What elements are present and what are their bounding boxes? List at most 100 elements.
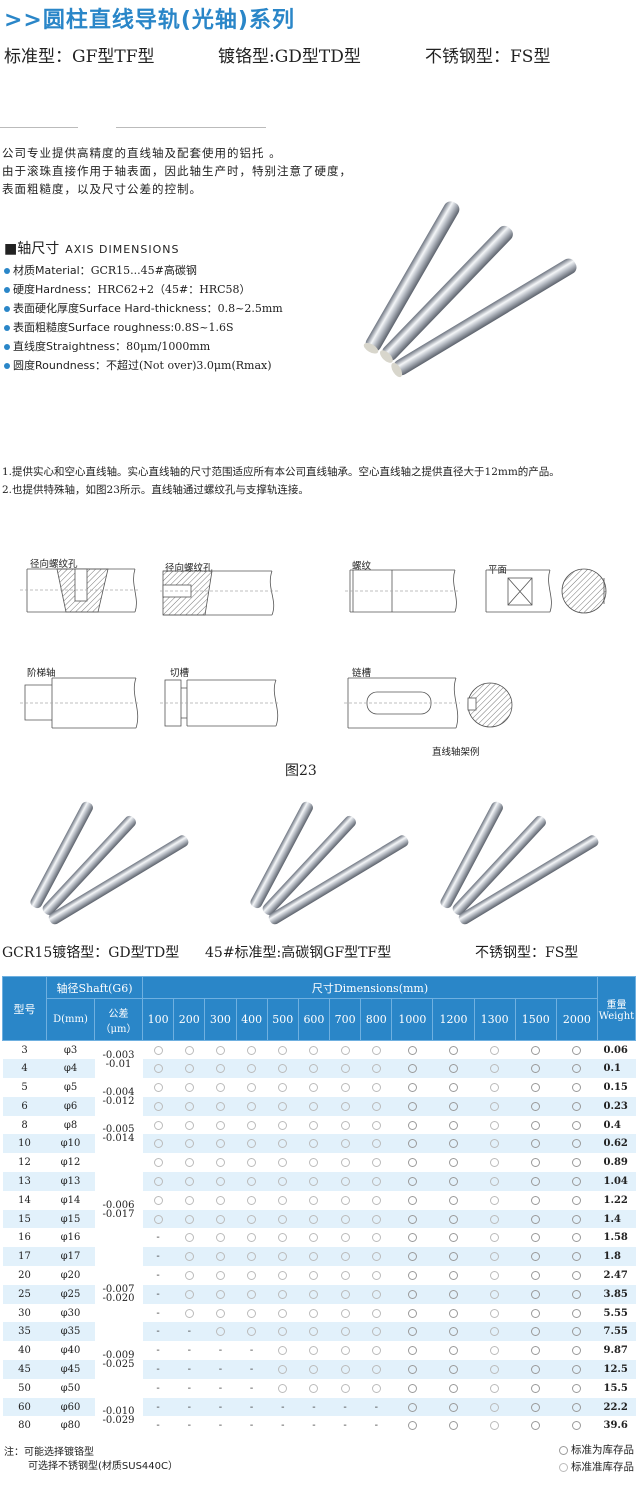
circle-icon — [153, 1195, 163, 1205]
bullet-icon — [4, 306, 10, 312]
circle-icon — [490, 1383, 500, 1393]
circle-icon — [531, 1120, 541, 1130]
circle-icon — [407, 1252, 417, 1262]
tolerance-cell: -0.009 -0.025 — [94, 1322, 143, 1398]
circle-icon — [407, 1308, 417, 1318]
circle-icon — [371, 1270, 381, 1280]
availability-cell: - — [142, 1360, 174, 1379]
availability-cell — [392, 1416, 433, 1435]
availability-cell — [267, 1209, 299, 1229]
availability-cell — [205, 1116, 236, 1135]
availability-cell — [556, 1172, 598, 1191]
circle-icon — [340, 1364, 350, 1374]
availability-cell — [173, 1134, 205, 1154]
axis-heading-en: AXIS DIMENSIONS — [65, 243, 180, 256]
divider — [0, 127, 78, 128]
circle-icon — [490, 1289, 500, 1299]
model-cell: 14 — [18, 1194, 31, 1206]
availability-cell — [329, 1059, 361, 1079]
availability-cell — [556, 1116, 597, 1135]
circle-icon — [309, 1064, 319, 1074]
circle-icon — [215, 1327, 225, 1337]
availability-cell: - — [360, 1397, 392, 1417]
circle-icon — [531, 1195, 541, 1205]
footnote-line: 注：可能选择镀铬型 — [4, 1447, 94, 1458]
circle-icon — [449, 1082, 459, 1092]
diameter-cell: φ20 — [60, 1269, 81, 1281]
spec-value: 80μm/1000mm — [126, 340, 211, 353]
availability-cell — [298, 1266, 329, 1285]
circle-icon — [309, 1176, 319, 1186]
availability-cell — [392, 1341, 433, 1360]
legend-label: 标准准库存品 — [571, 1461, 634, 1473]
col-diameter: D(mm) — [46, 998, 95, 1041]
circle-icon — [407, 1327, 417, 1337]
circle-icon — [572, 1421, 582, 1431]
availability-cell — [204, 1247, 237, 1267]
availability-cell — [205, 1266, 236, 1285]
circle-icon — [572, 1045, 582, 1055]
circle-icon — [340, 1327, 350, 1337]
availability-cell — [267, 1322, 299, 1342]
availability-cell — [298, 1191, 329, 1210]
availability-cell — [236, 1191, 267, 1210]
circle-icon — [407, 1364, 417, 1374]
availability-cell — [329, 1096, 361, 1116]
availability-cell — [329, 1172, 361, 1191]
availability-cell: - — [156, 1345, 160, 1357]
availability-cell — [432, 1322, 475, 1342]
availability-cell — [267, 1153, 298, 1172]
circle-icon — [490, 1214, 500, 1224]
availability-cell — [204, 1096, 237, 1116]
tolerance-cell: -0.005 -0.014 — [94, 1115, 143, 1154]
spec-label: 直线度Straightness： — [13, 340, 127, 353]
availability-cell — [360, 1096, 392, 1116]
diagram-label: 切槽 — [170, 668, 190, 679]
availability-cell — [298, 1059, 330, 1079]
circle-icon — [558, 1462, 568, 1472]
availability-cell — [392, 1041, 433, 1060]
diagram-label: 平面 — [488, 565, 508, 576]
bullet-icon — [4, 344, 10, 350]
circle-icon — [184, 1233, 194, 1243]
circle-icon — [531, 1308, 541, 1318]
circle-icon — [449, 1289, 459, 1299]
availability-cell: - — [204, 1397, 237, 1417]
availability-cell: - — [218, 1420, 223, 1432]
availability-cell — [360, 1209, 392, 1229]
circle-icon — [184, 1158, 194, 1168]
availability-cell — [474, 1191, 515, 1210]
diameter-cell: φ14 — [60, 1194, 81, 1206]
availability-cell — [205, 1041, 236, 1060]
circle-icon — [490, 1233, 500, 1243]
circle-icon — [340, 1383, 350, 1393]
weight-cell: 0.06 — [603, 1044, 628, 1056]
circle-icon — [449, 1045, 459, 1055]
circle-icon — [490, 1101, 500, 1111]
availability-cell — [515, 1134, 557, 1154]
availability-cell — [556, 1153, 597, 1172]
availability-cell — [556, 1397, 598, 1417]
circle-icon — [531, 1139, 541, 1149]
availability-cell — [267, 1247, 299, 1267]
availability-cell — [174, 1153, 205, 1172]
circle-icon — [449, 1346, 459, 1356]
circle-icon — [340, 1233, 350, 1243]
circle-icon — [278, 1214, 288, 1224]
circle-icon — [371, 1327, 381, 1337]
col-length: 200 — [173, 998, 206, 1041]
model-cell: 30 — [18, 1307, 31, 1319]
availability-cell — [474, 1266, 515, 1285]
circle-icon — [407, 1139, 417, 1149]
availability-cell — [330, 1266, 361, 1285]
availability-cell — [392, 1228, 433, 1247]
availability-cell — [361, 1304, 392, 1323]
availability-cell — [515, 1397, 557, 1417]
model-cell: 8 — [21, 1119, 28, 1131]
circle-icon — [153, 1158, 163, 1168]
model-cell: 60 — [2, 1397, 47, 1417]
circle-icon — [572, 1346, 582, 1356]
col-length: 300 — [204, 998, 237, 1041]
availability-cell — [474, 1059, 516, 1079]
col-length: 600 — [297, 998, 331, 1041]
